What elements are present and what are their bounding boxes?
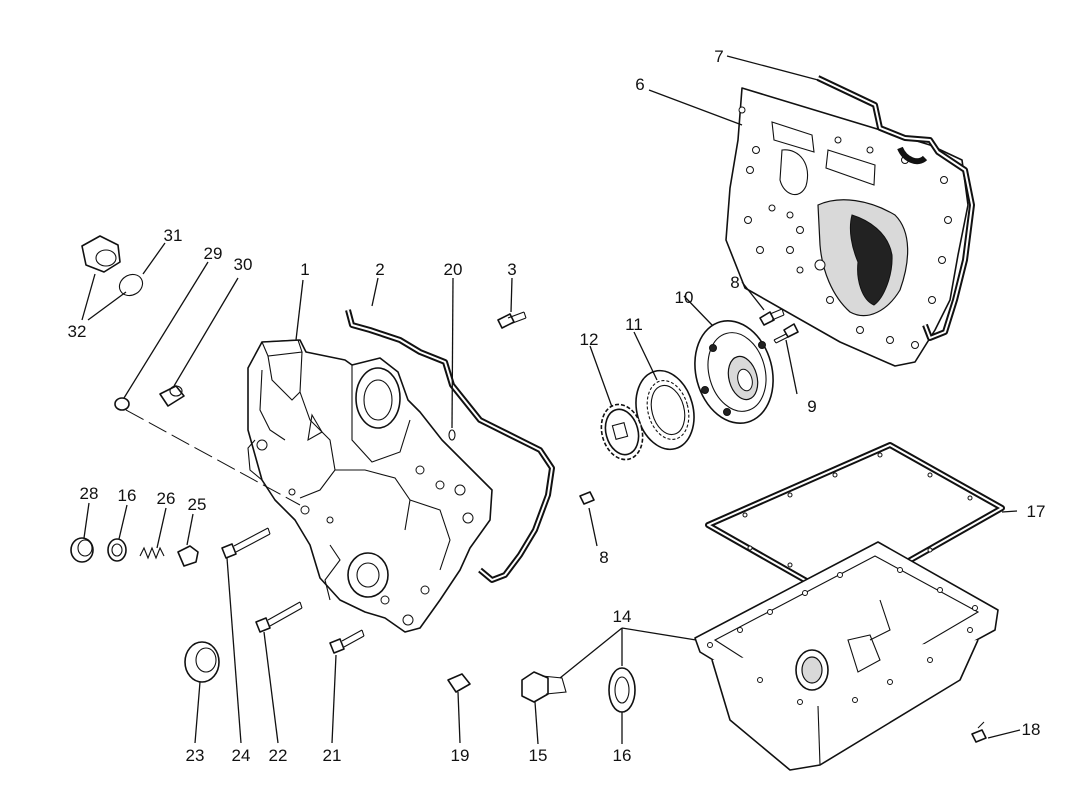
part-number-26: 26 — [157, 489, 176, 508]
part-number-32: 32 — [68, 322, 87, 341]
part-number-9: 9 — [807, 397, 816, 416]
part-number-24: 24 — [232, 746, 251, 765]
part-number-3: 3 — [507, 260, 516, 279]
part-number-22: 22 — [269, 746, 288, 765]
part-number-8-lower: 8 — [599, 548, 608, 567]
part-number-8-upper: 8 — [730, 273, 739, 292]
part-number-15: 15 — [529, 746, 548, 765]
part-number-labels: 1 2 3 6 7 8 8 9 10 11 12 14 15 16 16 17 … — [68, 47, 1046, 765]
leader-lines — [81, 55, 1021, 745]
part-number-23: 23 — [186, 746, 205, 765]
part-number-17: 17 — [1027, 502, 1046, 521]
part-number-12: 12 — [580, 330, 599, 349]
part-number-16-left: 16 — [118, 486, 137, 505]
small-parts-drawing — [70, 235, 987, 743]
part-number-10: 10 — [675, 288, 694, 307]
part-number-2: 2 — [375, 260, 384, 279]
part-number-14: 14 — [613, 607, 632, 626]
gear-case-drawing — [247, 339, 493, 633]
part-number-19: 19 — [451, 746, 470, 765]
part-number-1: 1 — [300, 260, 309, 279]
part-number-6: 6 — [635, 75, 644, 94]
oil-pump-body-drawing — [694, 320, 774, 424]
part-number-31: 31 — [164, 226, 183, 245]
part-number-16-right: 16 — [613, 746, 632, 765]
part-number-18: 18 — [1022, 720, 1041, 739]
adapter-gasket-drawing — [816, 75, 975, 341]
gear-case-gasket-drawing — [345, 309, 555, 583]
part-number-28: 28 — [80, 484, 99, 503]
adapter-plate-drawing — [725, 87, 969, 367]
pump-gear-drawing — [600, 403, 644, 461]
part-number-21: 21 — [323, 746, 342, 765]
part-number-30: 30 — [234, 255, 253, 274]
part-number-7: 7 — [714, 47, 723, 66]
part-number-25: 25 — [188, 495, 207, 514]
part-number-11: 11 — [625, 315, 643, 334]
part-number-29: 29 — [204, 244, 223, 263]
oil-pan-drawing — [694, 541, 999, 771]
oil-pan-gasket-drawing — [705, 442, 1005, 603]
part-number-20: 20 — [444, 260, 463, 279]
